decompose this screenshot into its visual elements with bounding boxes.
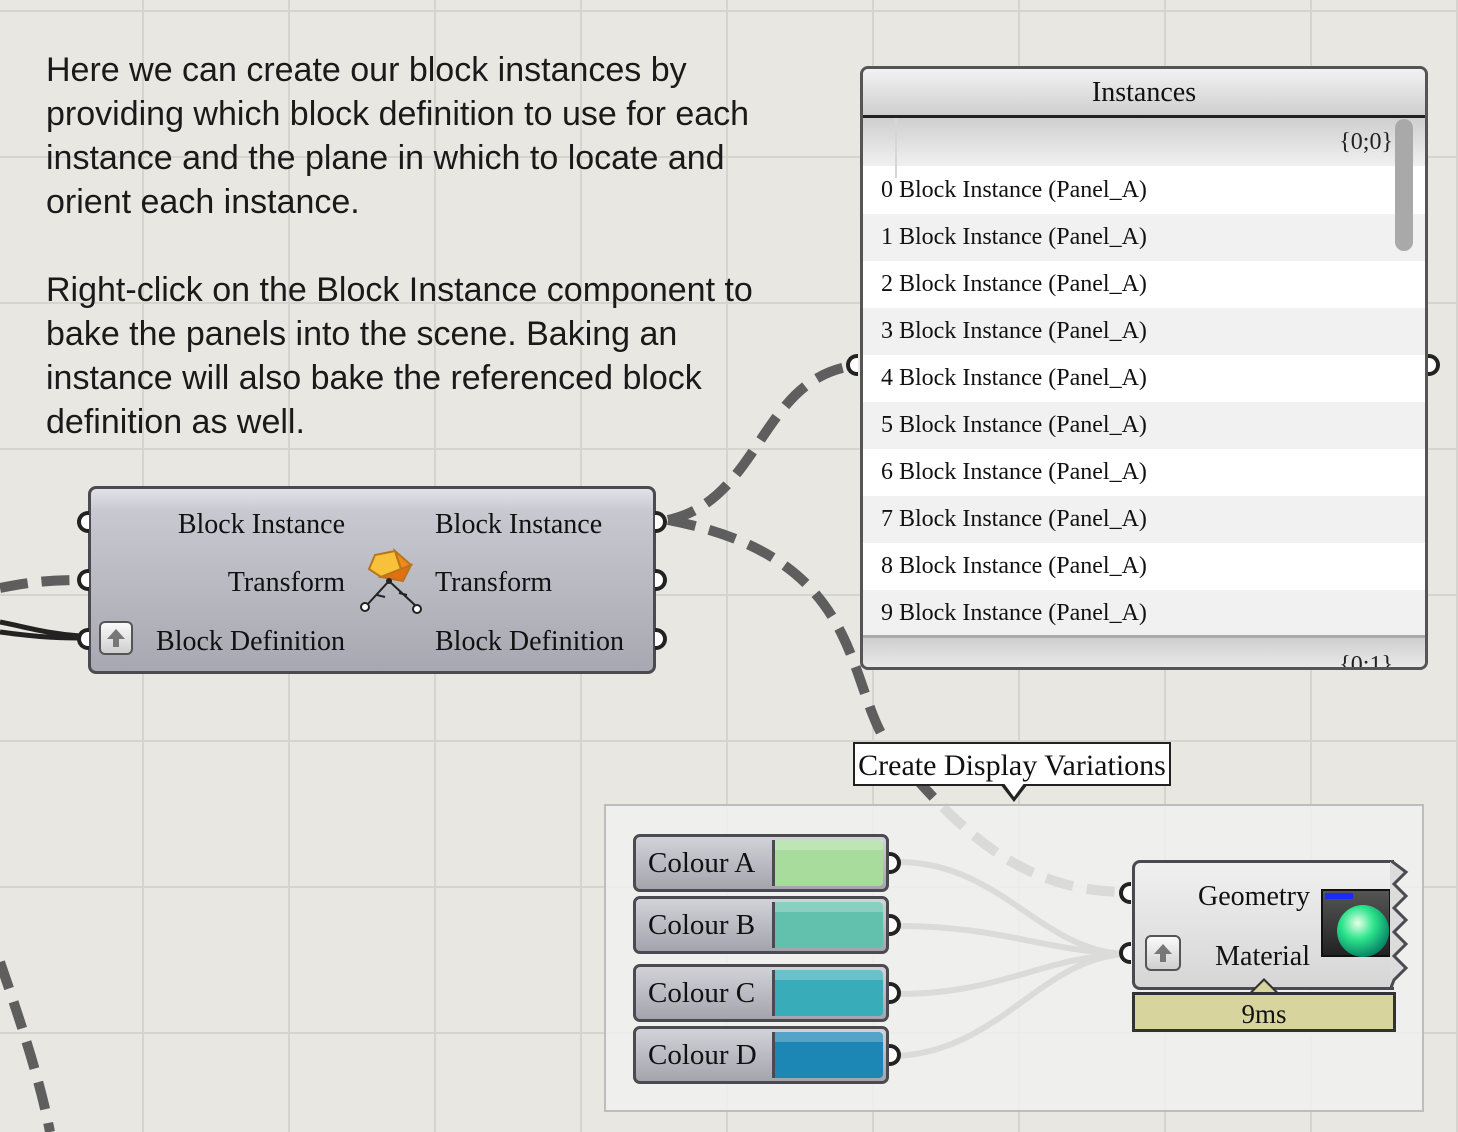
wire-definition-in [0, 629, 81, 641]
input-label-material: Material [1215, 941, 1310, 972]
list-item: 6 Block Instance (Panel_A) [881, 459, 1147, 485]
list-item: 1 Block Instance (Panel_A) [863, 214, 1425, 261]
swatch-colour[interactable] [772, 1032, 883, 1078]
swatch-colour[interactable] [772, 840, 883, 886]
branch-header-bottom: {0;1} [863, 635, 1425, 667]
custom-preview-component[interactable]: Geometry Material [1132, 860, 1394, 990]
note-text-creation: Here we can create our block instances b… [46, 51, 750, 221]
branch-header-top: {0;0} [863, 118, 1425, 166]
colour-swatch-b[interactable]: Colour B [633, 896, 889, 954]
list-item: 5 Block Instance (Panel_A) [863, 402, 1425, 449]
input-label-block-instance: Block Instance [177, 509, 345, 540]
list-item: 0 Block Instance (Panel_A) [881, 177, 1147, 203]
output-grip-block-instance[interactable] [655, 511, 667, 533]
swatch-colour[interactable] [772, 902, 883, 948]
list-item: 8 Block Instance (Panel_A) [881, 553, 1147, 579]
note-text-baking: Right-click on the Block Instance compon… [46, 271, 753, 441]
block-instance-icon [360, 547, 422, 614]
swatch-label: Colour C [648, 977, 756, 1009]
colour-swatch-c[interactable]: Colour C [633, 964, 889, 1022]
group-label-pointer [1000, 782, 1028, 802]
instances-panel[interactable]: Instances {0;0} 0 Block Instance (Panel_… [860, 66, 1428, 670]
swatch-label: Colour A [648, 847, 756, 879]
input-label-transform: Transform [227, 567, 345, 598]
output-label-transform: Transform [435, 567, 553, 598]
panel-input-grip[interactable] [846, 354, 858, 376]
group-label: Create Display Variations [853, 742, 1171, 786]
output-grip-transform[interactable] [655, 569, 667, 591]
list-item: 9 Block Instance (Panel_A) [863, 590, 1425, 637]
output-label-block-instance: Block Instance [435, 509, 603, 540]
wire-bottom-left [0, 960, 55, 1132]
graft-up-arrow-icon[interactable] [1145, 935, 1181, 971]
flatten-up-arrow-icon[interactable] [99, 621, 133, 655]
list-item: 2 Block Instance (Panel_A) [881, 271, 1147, 297]
panel-output-grip[interactable] [1428, 354, 1440, 376]
list-item: 3 Block Instance (Panel_A) [863, 308, 1425, 355]
panel-scrollbar[interactable] [1395, 119, 1413, 251]
block-instance-component[interactable]: Block Instance Transform Block Definitio… [77, 486, 667, 674]
profiler-timer: 9ms [1132, 992, 1396, 1032]
swatch-label: Colour D [648, 1039, 757, 1071]
panel-index-divider [895, 118, 897, 178]
swatch-label: Colour B [648, 909, 756, 941]
wire-transform-in [0, 575, 81, 593]
swatch-colour[interactable] [772, 970, 883, 1016]
list-item: 7 Block Instance (Panel_A) [863, 496, 1425, 543]
input-grip-block-instance[interactable] [77, 511, 89, 533]
colour-swatch-d[interactable]: Colour D [633, 1026, 889, 1084]
panel-title: Instances [863, 69, 1425, 118]
input-grip-block-definition[interactable] [77, 628, 89, 650]
input-label-geometry: Geometry [1198, 881, 1310, 912]
output-grip-block-definition[interactable] [655, 628, 667, 650]
colour-swatch-a[interactable]: Colour A [633, 834, 889, 892]
input-label-block-definition: Block Definition [156, 626, 345, 657]
component-zigzag-edge [1390, 860, 1409, 990]
timer-pointer [1250, 978, 1278, 992]
list-item: 4 Block Instance (Panel_A) [881, 365, 1147, 391]
input-grip-transform[interactable] [77, 569, 89, 591]
custom-preview-icon [1321, 889, 1391, 957]
output-label-block-definition: Block Definition [435, 626, 624, 657]
